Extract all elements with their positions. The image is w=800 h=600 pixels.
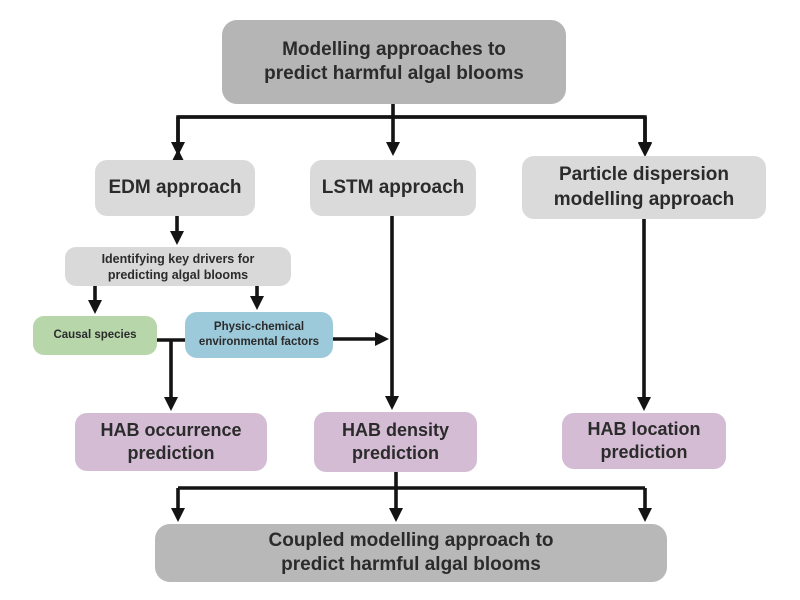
node-hab-location-prediction-label: HAB location prediction bbox=[587, 418, 701, 462]
node-coupled-modelling-approach: Coupled modelling approach to predict ha… bbox=[155, 524, 667, 582]
node-identifying-key-drivers: Identifying key drivers for predicting a… bbox=[65, 247, 291, 286]
node-modelling-approaches: Modelling approaches to predict harmful … bbox=[222, 20, 566, 104]
node-hab-location-prediction: HAB location prediction bbox=[562, 413, 726, 469]
node-edm-approach: EDM approach bbox=[95, 160, 255, 216]
node-lstm-approach: LSTM approach bbox=[310, 160, 476, 216]
edge-root-branch bbox=[171, 115, 652, 163]
node-causal-species-label: Causal species bbox=[53, 329, 137, 342]
node-edm-approach-label: EDM approach bbox=[108, 176, 242, 198]
node-hab-occurrence-prediction: HAB occurrence prediction bbox=[75, 413, 267, 471]
node-hab-density-prediction-label: HAB density prediction bbox=[341, 419, 449, 463]
node-coupled-modelling-approach-label: Coupled modelling approach to predict ha… bbox=[268, 529, 554, 575]
node-physic-chemical-factors: Physic-chemical environmental factors bbox=[185, 312, 333, 358]
node-hab-density-prediction: HAB density prediction bbox=[314, 412, 477, 472]
node-lstm-approach-label: LSTM approach bbox=[321, 176, 465, 198]
node-causal-species: Causal species bbox=[33, 316, 157, 355]
node-modelling-approaches-label: Modelling approaches to predict harmful … bbox=[264, 38, 524, 84]
node-identifying-key-drivers-label: Identifying key drivers for predicting a… bbox=[101, 251, 255, 282]
node-physic-chemical-factors-label: Physic-chemical environmental factors bbox=[198, 321, 320, 348]
node-particle-dispersion-approach-label: Particle dispersion modelling approach bbox=[553, 164, 735, 210]
node-hab-occurrence-prediction-label: HAB occurrence prediction bbox=[100, 419, 242, 463]
node-particle-dispersion-approach: Particle dispersion modelling approach bbox=[522, 156, 766, 219]
